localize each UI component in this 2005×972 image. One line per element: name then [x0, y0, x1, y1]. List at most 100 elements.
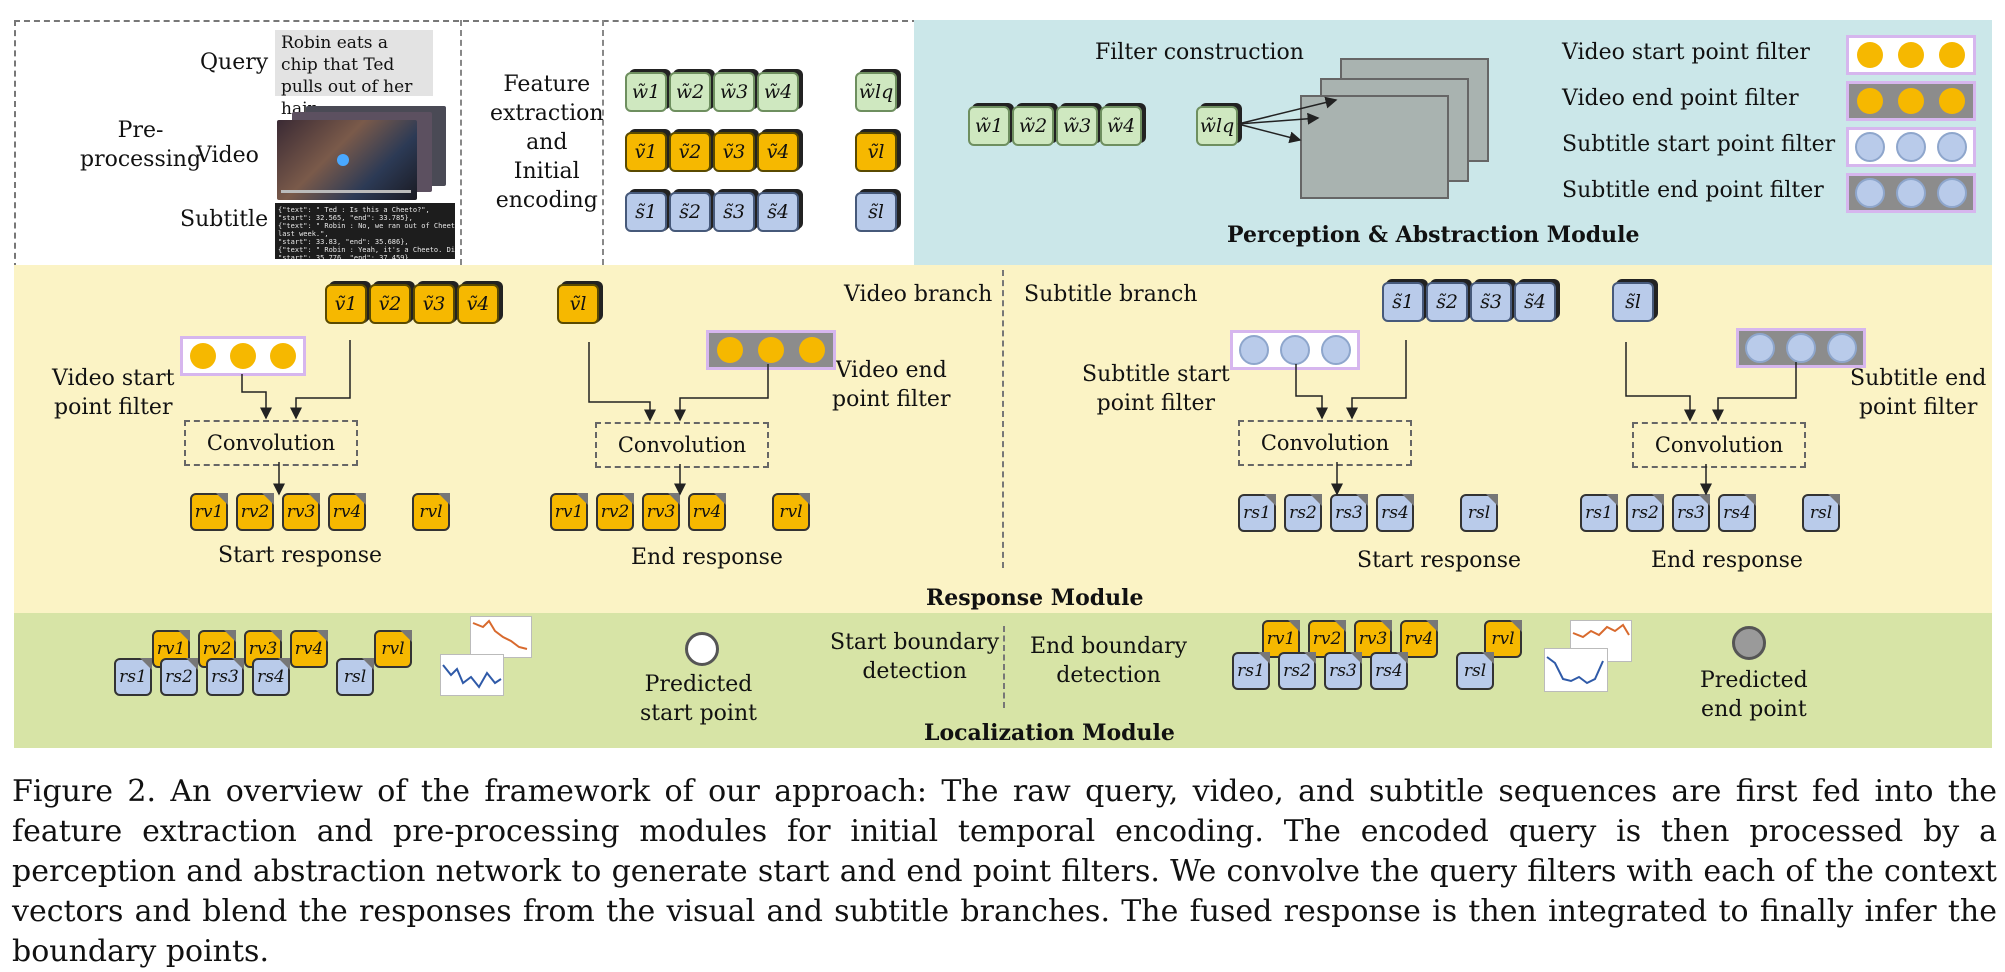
legend-label: Subtitle start point filter [1562, 132, 1836, 157]
video-token: ṽ2 [369, 284, 411, 324]
response-last-token: rvl [412, 493, 450, 531]
response-token: rs1 [1238, 494, 1276, 532]
video-token: ṽ1 [325, 284, 367, 324]
loc-sub-response: rs2 [1278, 652, 1316, 690]
video-progress [281, 190, 411, 193]
filter-circle [1895, 178, 1926, 208]
video-token: ṽ2 [669, 132, 711, 172]
query-token: w̃4 [1100, 106, 1142, 146]
subtitle-last-token: s̃l [1612, 282, 1654, 322]
query-token: w̃2 [669, 72, 711, 112]
response-token: rs4 [1718, 494, 1756, 532]
response-token: rs1 [1580, 494, 1618, 532]
loc-video-response: rv1 [152, 630, 190, 668]
filter-circle [1827, 333, 1858, 363]
query-text-box: Robin eats a chip that Ted pulls out of … [275, 30, 433, 119]
loc-sub-response: rs1 [1232, 652, 1270, 690]
perception-arrow [1237, 112, 1320, 125]
connector-arrows [241, 96, 1797, 496]
filter-circle [1856, 42, 1883, 68]
subtitle-start-filter [1230, 330, 1360, 370]
localization-module-title: Localization Module [924, 720, 1175, 746]
filter-circle [1895, 132, 1926, 162]
response-token: rv1 [550, 493, 588, 531]
response-token: rv4 [688, 493, 726, 531]
loc-video-response-last: rvl [374, 630, 412, 668]
loc-sub-response: rs4 [1370, 652, 1408, 690]
convolution-box: Convolution [595, 422, 769, 468]
wire-arrow [290, 340, 351, 420]
filter-circle [1897, 88, 1924, 114]
legend-filter-ss [1846, 127, 1976, 167]
perception-arrow [1237, 96, 1338, 125]
video-last-token: ṽl [557, 284, 599, 324]
filter-circle [716, 337, 743, 363]
loc-sub-response: rs1 [114, 658, 152, 696]
legend-filter-se [1846, 173, 1976, 213]
filter-circle [230, 343, 256, 369]
loc-video-response: rv4 [290, 630, 328, 668]
convolution-box: Convolution [1632, 422, 1806, 468]
loc-sub-response: rs4 [252, 658, 290, 696]
perception-module-title: Perception & Abstraction Module [1227, 222, 1640, 248]
loc-sub-response: rs3 [1324, 652, 1362, 690]
response-token: rs3 [1330, 494, 1368, 532]
video-token: ṽ4 [457, 284, 499, 324]
wire-arrow [1295, 364, 1328, 420]
panel-divider [460, 20, 462, 265]
legend-label: Subtitle end point filter [1562, 178, 1824, 203]
response-token: rv4 [328, 493, 366, 531]
query-token: w̃1 [968, 106, 1010, 146]
video-end-response-label: End response [631, 545, 783, 570]
subtitle-end-filter [1736, 328, 1866, 368]
subtitle-end-filter-label: Subtitle end point filter [1850, 366, 1987, 420]
start-curve-chart-top [470, 616, 532, 658]
loc-video-response-last: rvl [1484, 620, 1522, 658]
filter-circle [1321, 335, 1352, 365]
filter-circle [1238, 335, 1269, 365]
response-module-title: Response Module [926, 585, 1144, 611]
video-end-filter [706, 330, 836, 370]
play-icon [337, 154, 349, 166]
response-last-token: rsl [1460, 494, 1498, 532]
predicted-start-label: Predicted start point [640, 672, 757, 726]
query-token: w̃4 [757, 72, 799, 112]
subtitle-label: Subtitle [180, 207, 269, 232]
legend-label: Video end point filter [1562, 86, 1799, 111]
query-label: Query [200, 50, 269, 75]
response-token: rv3 [282, 493, 320, 531]
perception-arrow [1237, 123, 1302, 144]
filter-layer-front [1300, 95, 1449, 199]
predicted-end-point-marker [1732, 626, 1766, 660]
video-start-filter-label: Video start point filter [52, 366, 175, 420]
video-token: ṽ3 [713, 132, 755, 172]
filter-circle [1937, 178, 1968, 208]
video-token: ṽ1 [625, 132, 667, 172]
filter-circle [270, 343, 296, 369]
filter-circle [1279, 335, 1310, 365]
loc-video-response: rv4 [1400, 620, 1438, 658]
loc-sub-response: rs2 [160, 658, 198, 696]
end-boundary-label: End boundary detection [1030, 634, 1188, 688]
filter-circle [1939, 88, 1966, 114]
filter-circle [757, 337, 784, 363]
video-start-filter [180, 336, 306, 376]
subtitle-token: s̃1 [1382, 282, 1424, 322]
video-token: ṽ3 [413, 284, 455, 324]
subtitle-start-filter-label: Subtitle start point filter [1082, 362, 1230, 416]
start-boundary-label: Start boundary detection [830, 630, 1000, 684]
filter-circle [1854, 178, 1885, 208]
wire-arrow [1712, 362, 1797, 422]
video-last-token: ṽl [855, 132, 897, 172]
query-token: w̃2 [1012, 106, 1054, 146]
convolution-box: Convolution [184, 420, 358, 466]
filter-construction-label: Filter construction [1095, 40, 1304, 65]
filter-circle [1744, 333, 1775, 363]
wire-arrow [588, 342, 656, 422]
loc-sub-response: rs3 [206, 658, 244, 696]
wire-arrow [1346, 340, 1407, 420]
subtitle-token: s̃1 [625, 192, 667, 232]
subtitle-token: s̃3 [1470, 282, 1512, 322]
wire-arrow [241, 374, 272, 420]
subtitle-token: s̃4 [1514, 282, 1556, 322]
